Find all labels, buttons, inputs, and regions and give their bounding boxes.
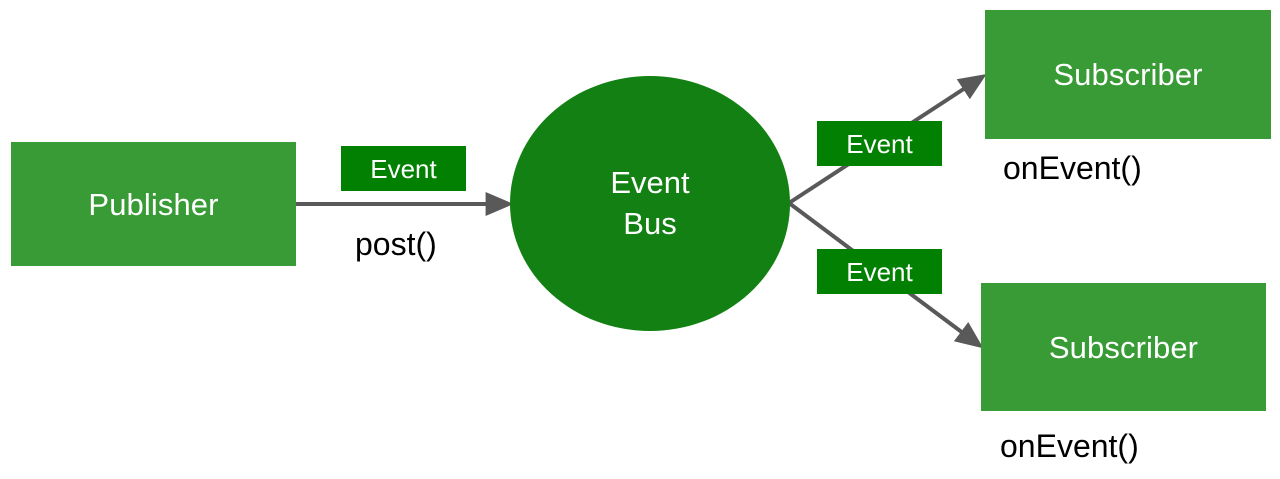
- event-chip-bus-to-subscriber-top: Event: [817, 121, 942, 166]
- event-chip-bus-to-subscriber-bottom: Event: [817, 249, 942, 294]
- event-bus-label-line2: Bus: [623, 205, 677, 241]
- subscriber-node-bottom[interactable]: Subscriber: [981, 283, 1266, 411]
- subscriber-node-top-label: Subscriber: [1053, 57, 1203, 92]
- publisher-node-label: Publisher: [88, 186, 219, 222]
- caption-post-method: post(): [355, 226, 437, 262]
- event-bus-node[interactable]: Event Bus: [510, 76, 790, 331]
- event-chip-bus-to-subscriber-bottom-label: Event: [846, 256, 913, 287]
- subscriber-node-top[interactable]: Subscriber: [985, 10, 1271, 139]
- event-chip-publisher-to-bus-label: Event: [370, 153, 437, 184]
- caption-onevent-top-method: onEvent(): [1003, 150, 1142, 186]
- event-bus-label-line1: Event: [610, 164, 690, 200]
- event-chip-bus-to-subscriber-top-label: Event: [846, 128, 913, 159]
- event-chip-publisher-to-bus: Event: [341, 146, 466, 191]
- caption-onevent-bottom-method: onEvent(): [1000, 428, 1139, 464]
- publisher-node[interactable]: Publisher: [11, 142, 296, 266]
- subscriber-node-bottom-label: Subscriber: [1048, 329, 1199, 365]
